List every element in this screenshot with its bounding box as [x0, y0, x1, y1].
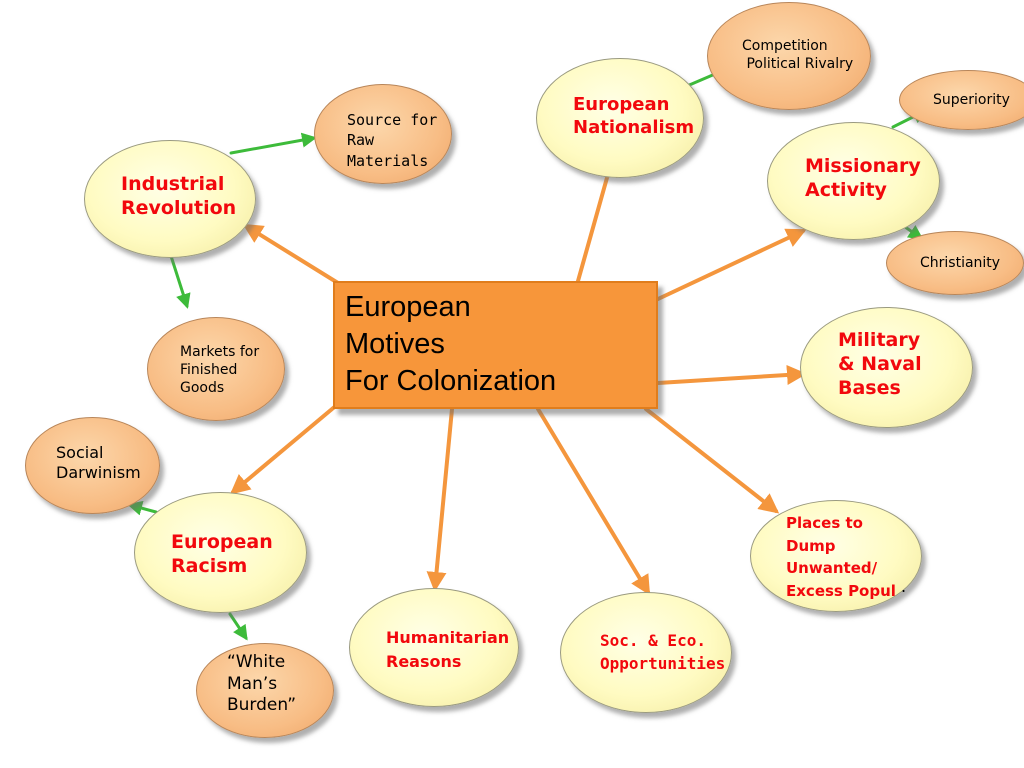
node-label: European Racism — [171, 531, 273, 578]
node-label: Social Darwinism — [56, 443, 141, 483]
central-topic-box: European Motives For Colonization — [333, 281, 658, 409]
node-markets-finished-goods: Markets for Finished Goods — [147, 317, 285, 421]
arrow-to-white-mans-burden — [228, 612, 248, 641]
node-label: Markets for Finished Goods — [180, 344, 260, 396]
node-label: Christianity — [920, 255, 1001, 271]
node-missionary-activity: Missionary Activity — [767, 122, 940, 240]
stray-period: . — [901, 577, 907, 596]
node-superiority: Superiority — [899, 70, 1024, 130]
node-label: Military & Naval Bases — [838, 329, 922, 400]
node-label: Source for Raw Materials — [347, 111, 438, 170]
node-label: Superiority — [933, 92, 1010, 108]
central-topic-title: European Motives For Colonization — [345, 291, 557, 398]
node-industrial-revolution: Industrial Revolution — [84, 140, 256, 258]
arrow-to-missionary-activity — [656, 228, 807, 301]
arrow-to-soc-eco — [536, 407, 651, 596]
arrow-to-raw-materials — [229, 132, 317, 155]
node-christianity: Christianity — [886, 231, 1024, 295]
node-soc-eco-opportunities: Soc. & Eco. Opportunities — [560, 592, 732, 713]
arrow-to-places-to-dump — [644, 407, 780, 514]
node-label: “White Man’s Burden” — [227, 652, 297, 716]
arrow-to-military-bases — [656, 365, 807, 385]
node-military-naval-bases: Military & Naval Bases — [800, 307, 973, 428]
node-european-racism: European Racism — [134, 492, 307, 613]
node-label: Places to Dump Unwanted/ Excess Popul — [786, 514, 896, 600]
node-places-to-dump: Places to Dump Unwanted/ Excess Popul — [750, 500, 922, 612]
node-social-darwinism: Social Darwinism — [25, 417, 160, 514]
node-label: Industrial Revolution — [121, 173, 237, 220]
node-competition: Competition Political Rivalry — [707, 2, 871, 110]
node-label: Humanitarian Reasons — [386, 628, 510, 671]
arrow-to-industrial-revolution — [242, 223, 340, 285]
node-label: Competition Political Rivalry — [742, 38, 854, 72]
arrow-to-humanitarian — [426, 407, 454, 592]
arrow-to-social-darwinism — [127, 500, 158, 516]
node-label: European Nationalism — [573, 94, 695, 138]
arrow-to-european-racism — [229, 402, 340, 495]
arrow-to-european-nationalism — [576, 156, 618, 283]
node-white-mans-burden: “White Man’s Burden” — [196, 643, 334, 738]
arrow-to-markets — [169, 254, 191, 309]
node-label: Soc. & Eco. Opportunities — [600, 631, 726, 674]
node-european-nationalism: European Nationalism — [536, 58, 704, 178]
node-label: Missionary Activity — [805, 155, 921, 202]
node-raw-materials: Source for Raw Materials — [314, 84, 452, 184]
node-humanitarian-reasons: Humanitarian Reasons — [349, 588, 519, 707]
